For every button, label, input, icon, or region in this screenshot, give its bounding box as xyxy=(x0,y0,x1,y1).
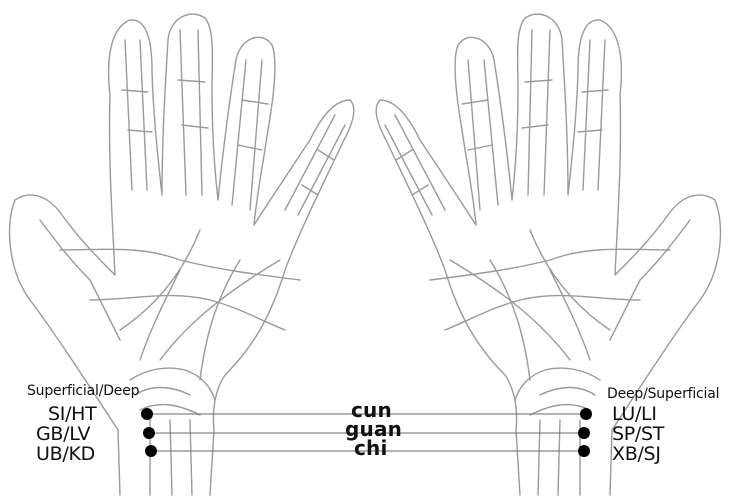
right-cun-dot xyxy=(580,408,592,420)
right-chi-dot xyxy=(578,445,590,457)
left-chi-dot xyxy=(145,445,157,457)
right-header: Deep/Superficial xyxy=(607,387,719,401)
left-guan-dot xyxy=(143,427,155,439)
left-header: Superficial/Deep xyxy=(27,384,139,398)
left-cun-pair-label: SI/HT xyxy=(48,405,96,424)
right-guan-dot xyxy=(578,427,590,439)
right-guan-pair-label: SP/ST xyxy=(612,425,664,444)
chi-position-label: chi xyxy=(354,438,388,458)
right-hand-drawing xyxy=(376,14,720,495)
left-cun-dot xyxy=(141,408,153,420)
right-cun-pair-label: LU/LI xyxy=(612,405,657,424)
left-guan-pair-label: GB/LV xyxy=(36,425,90,444)
right-chi-pair-label: XB/SJ xyxy=(612,445,661,464)
left-chi-pair-label: UB/KD xyxy=(36,445,95,464)
